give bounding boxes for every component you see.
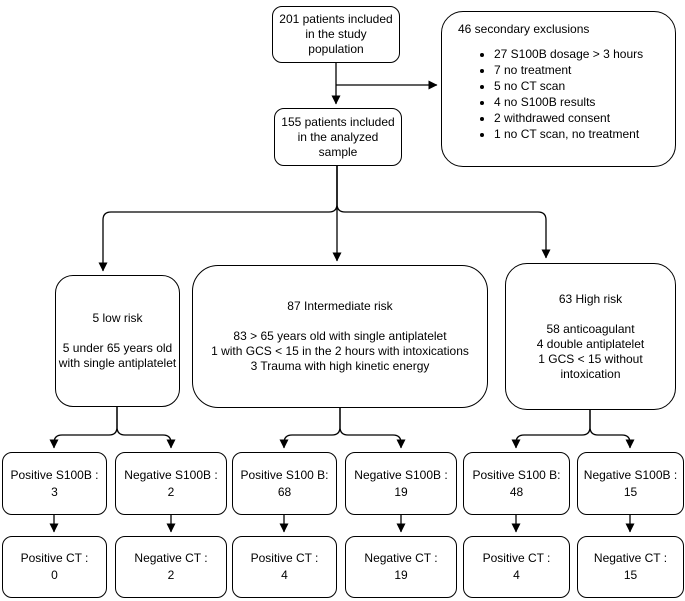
- high-risk-detail: 4 double antiplatelet: [536, 336, 645, 351]
- study-population-line: population: [308, 42, 364, 56]
- exclusion-item: 4 no S100B results: [494, 95, 643, 110]
- analyzed-sample-line: in the analyzed: [297, 129, 379, 144]
- node-high-negative-ct: Negative CT : 15: [577, 536, 684, 598]
- node-intermediate-positive-s100b: Positive S100 B: 68: [232, 452, 337, 515]
- study-population-line: 201 patients included: [279, 12, 393, 26]
- result-label: Negative CT :: [364, 551, 438, 565]
- node-low-positive-s100b: Positive S100B : 3: [2, 452, 107, 515]
- connector-intermediate-to-positive-s100b: [279, 408, 341, 449]
- result-value: 15: [623, 568, 638, 582]
- node-high-negative-s100b: Negative S100B : 15: [577, 452, 684, 515]
- result-value: 48: [509, 484, 524, 499]
- node-intermediate-negative-ct: Negative CT : 19: [345, 536, 457, 598]
- node-high-risk: 63 High risk 58 anticoagulant 4 double a…: [505, 263, 676, 410]
- result-label: Negative S100B :: [583, 467, 678, 482]
- result-value: 4: [513, 568, 520, 582]
- node-low-negative-s100b: Negative S100B : 2: [115, 452, 227, 515]
- result-value: 4: [281, 568, 288, 582]
- node-intermediate-negative-s100b: Negative S100B : 19: [345, 452, 457, 515]
- node-study-population: 201 patients included in the study popul…: [272, 6, 400, 63]
- high-risk-title: 63 High risk: [558, 291, 623, 306]
- node-intermediate-positive-ct: Positive CT : 4: [232, 536, 337, 598]
- result-label: Positive S100B :: [10, 467, 99, 482]
- analyzed-sample-line: sample: [318, 144, 358, 159]
- result-value: 68: [277, 484, 292, 499]
- result-label: Positive CT :: [250, 551, 319, 565]
- intermediate-risk-detail: 83 > 65 years old with single antiplatel…: [233, 329, 447, 343]
- node-low-risk: 5 low risk 5 under 65 years old with sin…: [55, 275, 180, 407]
- connector-sample-to-high: [336, 166, 551, 259]
- exclusion-item: 5 no CT scan: [494, 79, 643, 94]
- study-population-line: in the study: [305, 27, 367, 41]
- result-label: Negative S100B :: [354, 467, 448, 482]
- exclusion-item: 27 S100B dosage > 3 hours: [494, 47, 643, 62]
- low-risk-detail: with single antiplatelet: [58, 356, 177, 370]
- result-value: 3: [51, 484, 58, 499]
- node-high-positive-s100b: Positive S100 B: 48: [463, 452, 570, 515]
- result-value: 15: [623, 484, 638, 499]
- node-secondary-exclusions: 46 secondary exclusions 27 S100B dosage …: [441, 11, 676, 167]
- connector-low-to-positive-s100b: [49, 407, 118, 449]
- exclusion-item: 1 no CT scan, no treatment: [494, 127, 643, 142]
- result-value: 0: [51, 568, 58, 582]
- result-value: 19: [394, 484, 408, 499]
- result-label: Negative CT :: [134, 551, 208, 565]
- connector-low-to-negative-s100b: [116, 407, 176, 449]
- result-label: Positive S100 B:: [472, 467, 561, 482]
- node-intermediate-risk: 87 Intermediate risk 83 > 65 years old w…: [192, 265, 488, 408]
- node-high-positive-ct: Positive CT : 4: [463, 536, 570, 598]
- secondary-exclusions-title: 46 secondary exclusions: [458, 22, 590, 36]
- intermediate-risk-detail: 3 Trauma with high kinetic energy: [250, 359, 430, 373]
- high-risk-detail: 1 GCS < 15 without intoxication: [538, 351, 643, 381]
- result-label: Positive CT :: [482, 551, 551, 565]
- exclusion-item: 2 withdrawed consent: [494, 111, 643, 126]
- connector-high-to-negative-s100b: [589, 410, 635, 449]
- analyzed-sample-line: 155 patients included: [281, 114, 395, 129]
- intermediate-risk-detail: 1 with GCS < 15 in the 2 hours with into…: [211, 344, 469, 358]
- result-label: Positive S100 B:: [240, 467, 329, 482]
- result-label: Negative S100B :: [124, 467, 218, 482]
- low-risk-title: 5 low risk: [92, 311, 143, 325]
- result-label: Positive CT :: [20, 551, 89, 565]
- result-value: 2: [167, 568, 175, 582]
- exclusion-item: 7 no treatment: [494, 63, 643, 78]
- node-low-negative-ct: Negative CT : 2: [115, 536, 227, 598]
- node-analyzed-sample: 155 patients included in the analyzed sa…: [274, 108, 402, 166]
- secondary-exclusions-list: 27 S100B dosage > 3 hours 7 no treatment…: [458, 47, 643, 143]
- low-risk-detail: 5 under 65 years old: [62, 341, 173, 355]
- connector-high-to-positive-s100b: [511, 410, 591, 449]
- connector-intermediate-to-negative-s100b: [339, 408, 406, 449]
- high-risk-detail: 58 anticoagulant: [546, 321, 635, 336]
- result-value: 19: [394, 568, 408, 582]
- node-low-positive-ct: Positive CT : 0: [2, 536, 107, 598]
- result-label: Negative CT :: [593, 551, 668, 565]
- connector-sample-to-low: [98, 166, 338, 272]
- intermediate-risk-title: 87 Intermediate risk: [287, 299, 393, 313]
- result-value: 2: [167, 484, 175, 499]
